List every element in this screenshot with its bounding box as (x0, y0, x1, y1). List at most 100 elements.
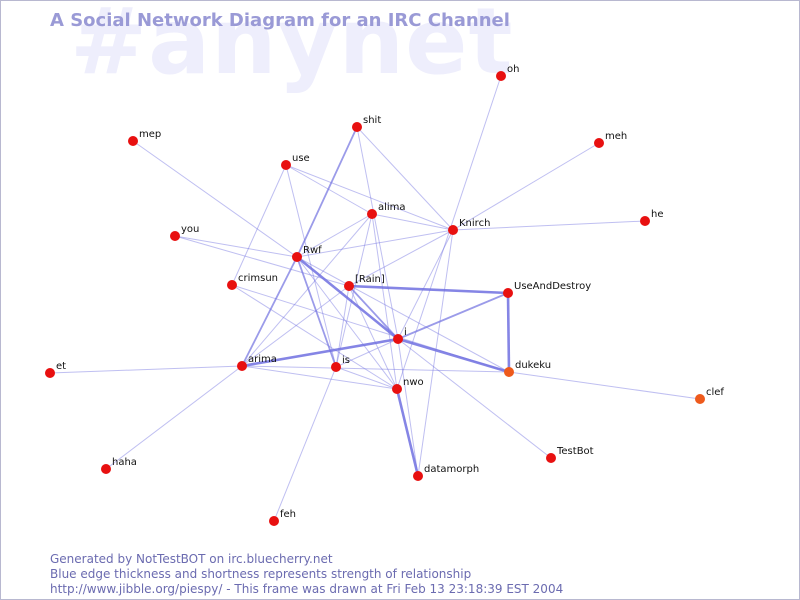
edge-arima-nwo (241, 365, 398, 390)
footer-legend-note: Blue edge thickness and shortness repres… (50, 567, 472, 581)
node-label-shit: shit (363, 115, 381, 126)
node-feh[interactable]: feh (269, 509, 296, 526)
edge-use-alima (285, 164, 373, 215)
edge-rain-nwo (348, 285, 398, 390)
node-dot-i[interactable] (393, 334, 403, 344)
edge-use-crimsun (231, 164, 287, 286)
edge-is-nwo (335, 366, 398, 390)
node-dot-haha[interactable] (101, 464, 111, 474)
node-dot-testbot[interactable] (546, 453, 556, 463)
edge-meh-knirch (452, 142, 600, 231)
node-dot-nwo[interactable] (392, 384, 402, 394)
node-i[interactable]: i (393, 327, 407, 344)
edge-use-is (285, 164, 337, 368)
node-is[interactable]: is (331, 355, 350, 372)
node-dot-oh[interactable] (496, 71, 506, 81)
edge-knirch-rain (348, 229, 454, 287)
edge-et-arima (49, 365, 243, 374)
node-nwo[interactable]: nwo (392, 377, 424, 394)
edge-rwf-dukeku (296, 256, 510, 373)
node-label-feh: feh (280, 509, 296, 520)
node-label-oh: oh (507, 64, 519, 75)
node-dot-feh[interactable] (269, 516, 279, 526)
node-dot-useanddestroy[interactable] (503, 288, 513, 298)
edge-rain-useanddestroy (348, 284, 509, 295)
footer-url-timestamp: http://www.jibble.org/piespy/ - This fra… (50, 582, 564, 596)
node-clef[interactable]: clef (695, 387, 724, 404)
node-label-crimsun: crimsun (238, 273, 278, 284)
node-dot-arima[interactable] (237, 361, 247, 371)
node-label-datamorph: datamorph (424, 464, 479, 475)
edge-useanddestroy-dukeku (506, 292, 511, 373)
node-dot-he[interactable] (640, 216, 650, 226)
edge-arima-dukeku (241, 365, 510, 373)
node-dot-rwf[interactable] (292, 252, 302, 262)
edge-use-knirch (285, 164, 454, 231)
node-dot-et[interactable] (45, 368, 55, 378)
node-dot-is[interactable] (331, 362, 341, 372)
node-dot-mep[interactable] (128, 136, 138, 146)
edge-rain-arima (241, 285, 350, 367)
node-testbot[interactable]: TestBot (546, 446, 594, 463)
edge-knirch-i (397, 229, 454, 340)
node-label-rain: [Rain] (355, 274, 385, 285)
edge-knirch-rwf (296, 229, 454, 258)
node-et[interactable]: et (45, 361, 66, 378)
node-label-he: he (651, 209, 664, 220)
node-dot-clef[interactable] (695, 394, 705, 404)
node-oh[interactable]: oh (496, 64, 519, 81)
node-datamorph[interactable]: datamorph (413, 464, 479, 481)
node-arima[interactable]: arima (237, 354, 277, 371)
node-you[interactable]: you (170, 224, 199, 241)
edge-i-arima (241, 337, 399, 368)
node-label-et: et (56, 361, 66, 372)
node-label-testbot: TestBot (556, 446, 594, 457)
node-knirch[interactable]: Knirch (448, 218, 490, 235)
edge-alima-nwo (371, 213, 398, 390)
node-dot-datamorph[interactable] (413, 471, 423, 481)
edge-crimsun-dukeku (231, 284, 510, 373)
edge-shit-i (356, 126, 399, 340)
node-dot-crimsun[interactable] (227, 280, 237, 290)
edge-you-rain (174, 235, 350, 287)
edge-i-is (335, 338, 399, 368)
node-mep[interactable]: mep (128, 129, 161, 146)
node-label-use: use (292, 153, 310, 164)
node-dukeku[interactable]: dukeku (504, 360, 551, 377)
edge-knirch-datamorph (417, 229, 454, 477)
node-dot-you[interactable] (170, 231, 180, 241)
node-rain[interactable]: [Rain] (344, 274, 385, 291)
node-label-mep: mep (139, 129, 161, 140)
node-dot-rain[interactable] (344, 281, 354, 291)
node-label-arima: arima (248, 354, 277, 365)
node-shit[interactable]: shit (352, 115, 381, 132)
node-label-dukeku: dukeku (515, 360, 551, 371)
node-meh[interactable]: meh (594, 131, 627, 148)
channel-watermark: #anynet (70, 0, 514, 95)
node-he[interactable]: he (640, 209, 664, 226)
edge-you-rwf (174, 235, 298, 258)
node-dot-meh[interactable] (594, 138, 604, 148)
edge-rwf-i (296, 255, 399, 341)
node-dot-use[interactable] (281, 160, 291, 170)
node-dot-shit[interactable] (352, 122, 362, 132)
edge-mep-rwf (132, 140, 298, 258)
edge-dukeku-clef (508, 371, 701, 400)
edge-nwo-datamorph (395, 388, 420, 477)
edge-rwf-is (296, 256, 337, 368)
node-useanddestroy[interactable]: UseAndDestroy (503, 281, 591, 298)
node-dot-alima[interactable] (367, 209, 377, 219)
node-haha[interactable]: haha (101, 457, 137, 474)
node-dot-dukeku[interactable] (504, 367, 514, 377)
edge-rwf-nwo (296, 256, 398, 390)
node-alima[interactable]: alima (367, 202, 406, 219)
node-use[interactable]: use (281, 153, 310, 170)
node-label-i: i (404, 327, 407, 338)
node-crimsun[interactable]: crimsun (227, 273, 278, 290)
node-rwf[interactable]: Rwf (292, 245, 322, 262)
node-dot-knirch[interactable] (448, 225, 458, 235)
node-label-meh: meh (605, 131, 627, 142)
edge-is-feh (273, 366, 337, 522)
footer-generated-by: Generated by NotTestBOT on irc.bluecherr… (50, 552, 333, 566)
